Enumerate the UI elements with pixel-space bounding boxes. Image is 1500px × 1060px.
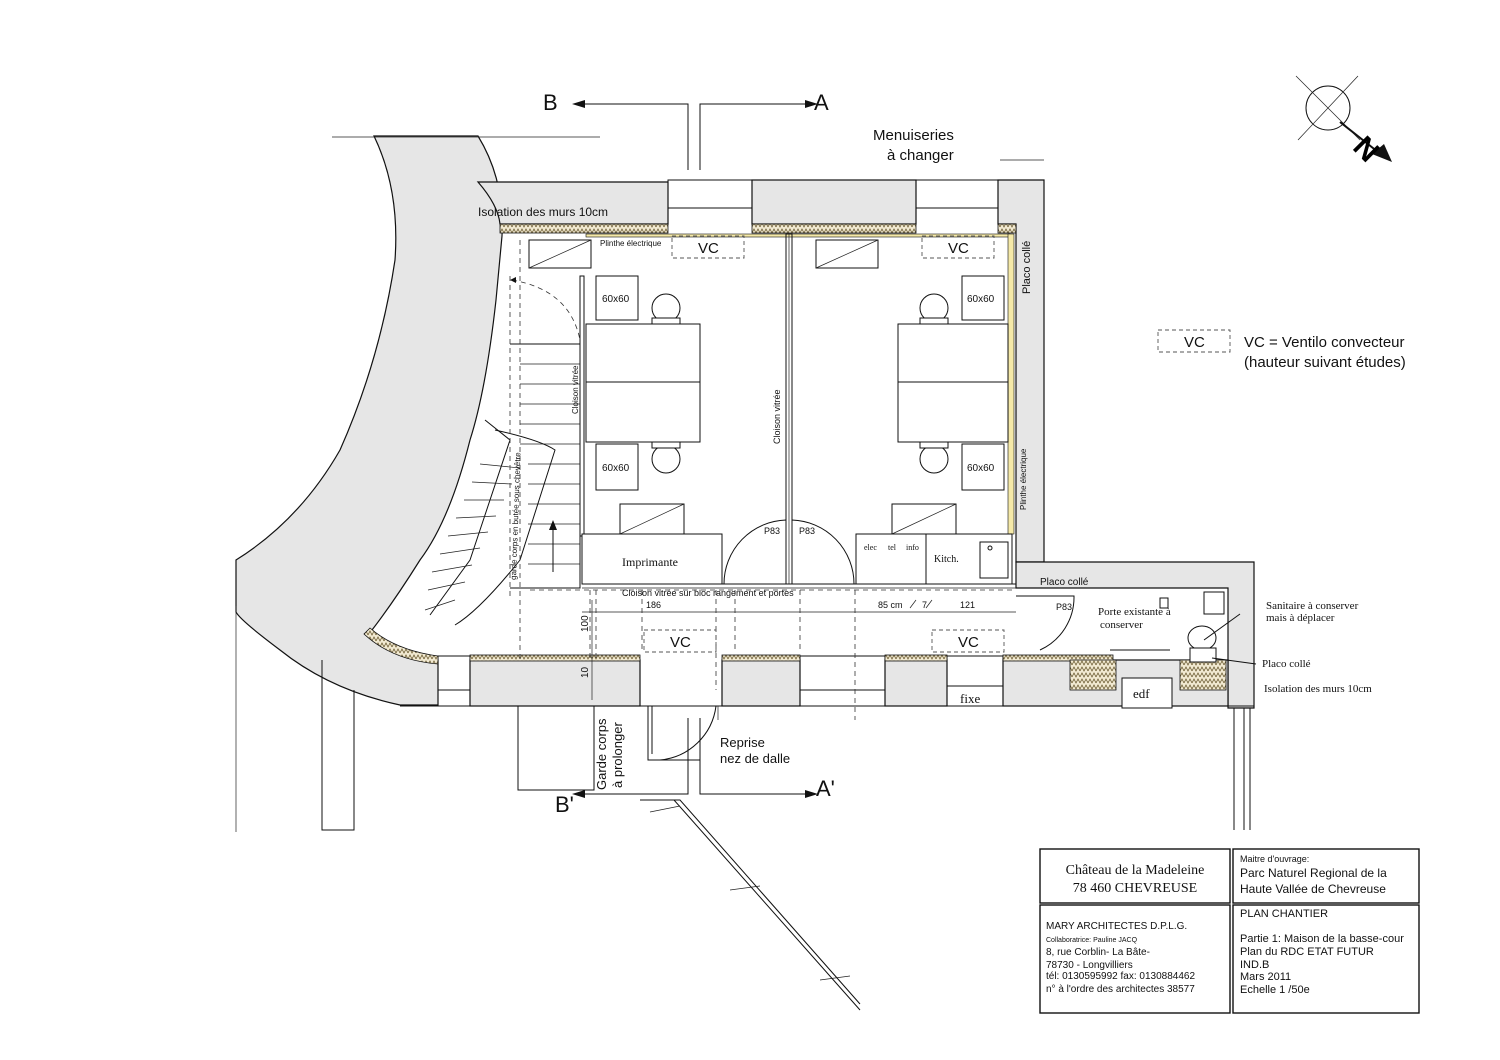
menuiseries-label: Menuiseries [873, 127, 954, 144]
placo-right-label: Placo collé [1021, 241, 1033, 294]
vc-label-1: VC [698, 240, 719, 257]
section-label-a-prime: A' [816, 776, 835, 801]
owner-line-1: Parc Naturel Regional de la [1240, 866, 1387, 880]
dim-85: 85 cm [878, 600, 903, 610]
sheet-plan: Plan du RDC ETAT FUTUR [1240, 946, 1374, 958]
vc-label-3: VC [670, 634, 691, 651]
sheet-scale: Echelle 1 /50e [1240, 984, 1310, 996]
cloison-vitree-label-1: Cloison vitrée [571, 365, 580, 414]
labels: B A B' A' Menuiseries à changer Isolatio… [478, 90, 1406, 817]
dim-186: 186 [646, 600, 661, 610]
grid-label-4: 60x60 [967, 463, 995, 474]
interior [424, 233, 1257, 761]
title-block-text: Château de la Madeleine 78 460 CHEVREUSE… [1046, 854, 1404, 996]
dim-7: 7 [922, 600, 927, 610]
sanitaire-label-1: Sanitaire à conserver [1266, 600, 1359, 612]
south-wall-2 [721, 659, 801, 707]
plinthe-right-label: Plinthe électrique [1019, 448, 1028, 510]
sheet-title: PLAN CHANTIER [1240, 908, 1328, 920]
plinthe-top-label: Plinthe électrique [600, 239, 662, 248]
porte-label-1: Porte existante à [1098, 606, 1171, 618]
p83-label-a: P83 [764, 526, 780, 536]
project-name: Château de la Madeleine [1066, 863, 1205, 878]
reprise-label-1: Reprise [720, 735, 765, 750]
section-label-b-prime: B' [555, 792, 574, 817]
kitch-label: Kitch. [934, 554, 959, 565]
imprimante-label: Imprimante [622, 555, 678, 569]
walls [235, 135, 1255, 709]
cloison-bloc-label: Cloison vitrée sur bloc rangement et por… [622, 588, 794, 598]
tower-wall [235, 135, 503, 706]
dim-10: 10 [580, 666, 591, 678]
porte-label-2: conserver [1100, 619, 1143, 631]
garde-corps-stair-label: garde corps en butée sous chevêtre [509, 452, 522, 580]
title-block [1039, 848, 1420, 1014]
owner-line-2: Haute Vallée de Chevreuse [1240, 882, 1386, 896]
a-changer-label: à changer [887, 147, 954, 164]
north-wall-mid [751, 179, 917, 225]
grid-label-2: 60x60 [602, 463, 630, 474]
architect-name: MARY ARCHITECTES D.P.L.G. [1046, 921, 1187, 932]
sheet-date: Mars 2011 [1240, 971, 1291, 983]
dim-100: 100 [580, 615, 591, 632]
legend-vc-box [1157, 329, 1231, 353]
garde-corps-label-1: Garde corps [594, 718, 609, 790]
order-number: n° à l'ordre des architectes 38577 [1046, 984, 1195, 995]
owner-label: Maitre d'ouvrage: [1240, 854, 1309, 864]
garde-corps-label-2: à prolonger [610, 722, 625, 788]
vc-label-4: VC [958, 634, 979, 651]
placo-right-low-label: Placo collé [1262, 658, 1311, 670]
sheet-index: IND.B [1240, 959, 1269, 971]
cloison-vitree-label-2: Cloison vitrée [772, 389, 782, 444]
dim-121: 121 [960, 600, 975, 610]
section-lines [572, 100, 818, 798]
sheet-part: Partie 1: Maison de la basse-cour [1240, 933, 1404, 945]
address-1: 8, rue Corblin- La Bâte- [1046, 947, 1150, 958]
south-wall-3 [884, 659, 948, 707]
isolation-bottom-label: Isolation des murs 10cm [1264, 683, 1372, 695]
project-city: 78 460 CHEVREUSE [1073, 881, 1197, 896]
south-wall-1 [469, 659, 641, 707]
exterior [235, 136, 1251, 1011]
insulation [363, 223, 1227, 691]
north-arrow: N [1295, 75, 1392, 169]
reprise-label-2: nez de dalle [720, 751, 790, 766]
phone-fax: tél: 0130595992 fax: 0130884462 [1046, 971, 1195, 982]
sanitaire-label-2: mais à déplacer [1266, 612, 1335, 624]
fixe-label: fixe [960, 691, 980, 706]
collaborator: Collaboratrice: Pauline JACQ [1046, 937, 1138, 944]
placo-mid-label: Placo collé [1040, 577, 1089, 588]
serif-labels: Imprimante elec tel info Kitch. Porte ex… [622, 543, 1372, 706]
edf-label: edf [1133, 686, 1150, 701]
legend-vc-box-label: VC [1184, 334, 1205, 351]
legend-vc-2: (hauteur suivant études) [1244, 354, 1406, 371]
tel-label: tel [888, 543, 897, 552]
isolation-top-label: Isolation des murs 10cm [478, 205, 608, 219]
grid-label-3: 60x60 [967, 294, 995, 305]
p83-label-b: P83 [799, 526, 815, 536]
section-label-b: B [543, 90, 558, 115]
section-label-a: A [814, 90, 829, 115]
legend-vc-1: VC = Ventilo convecteur [1244, 334, 1405, 351]
grid-label-1: 60x60 [602, 294, 630, 305]
p83-label-c: P83 [1056, 602, 1072, 612]
vc-label-2: VC [948, 240, 969, 257]
elec-label: elec [864, 543, 877, 552]
north-letter: N [1347, 130, 1386, 169]
info-label: info [906, 543, 919, 552]
address-2: 78730 - Longvilliers [1046, 960, 1133, 971]
